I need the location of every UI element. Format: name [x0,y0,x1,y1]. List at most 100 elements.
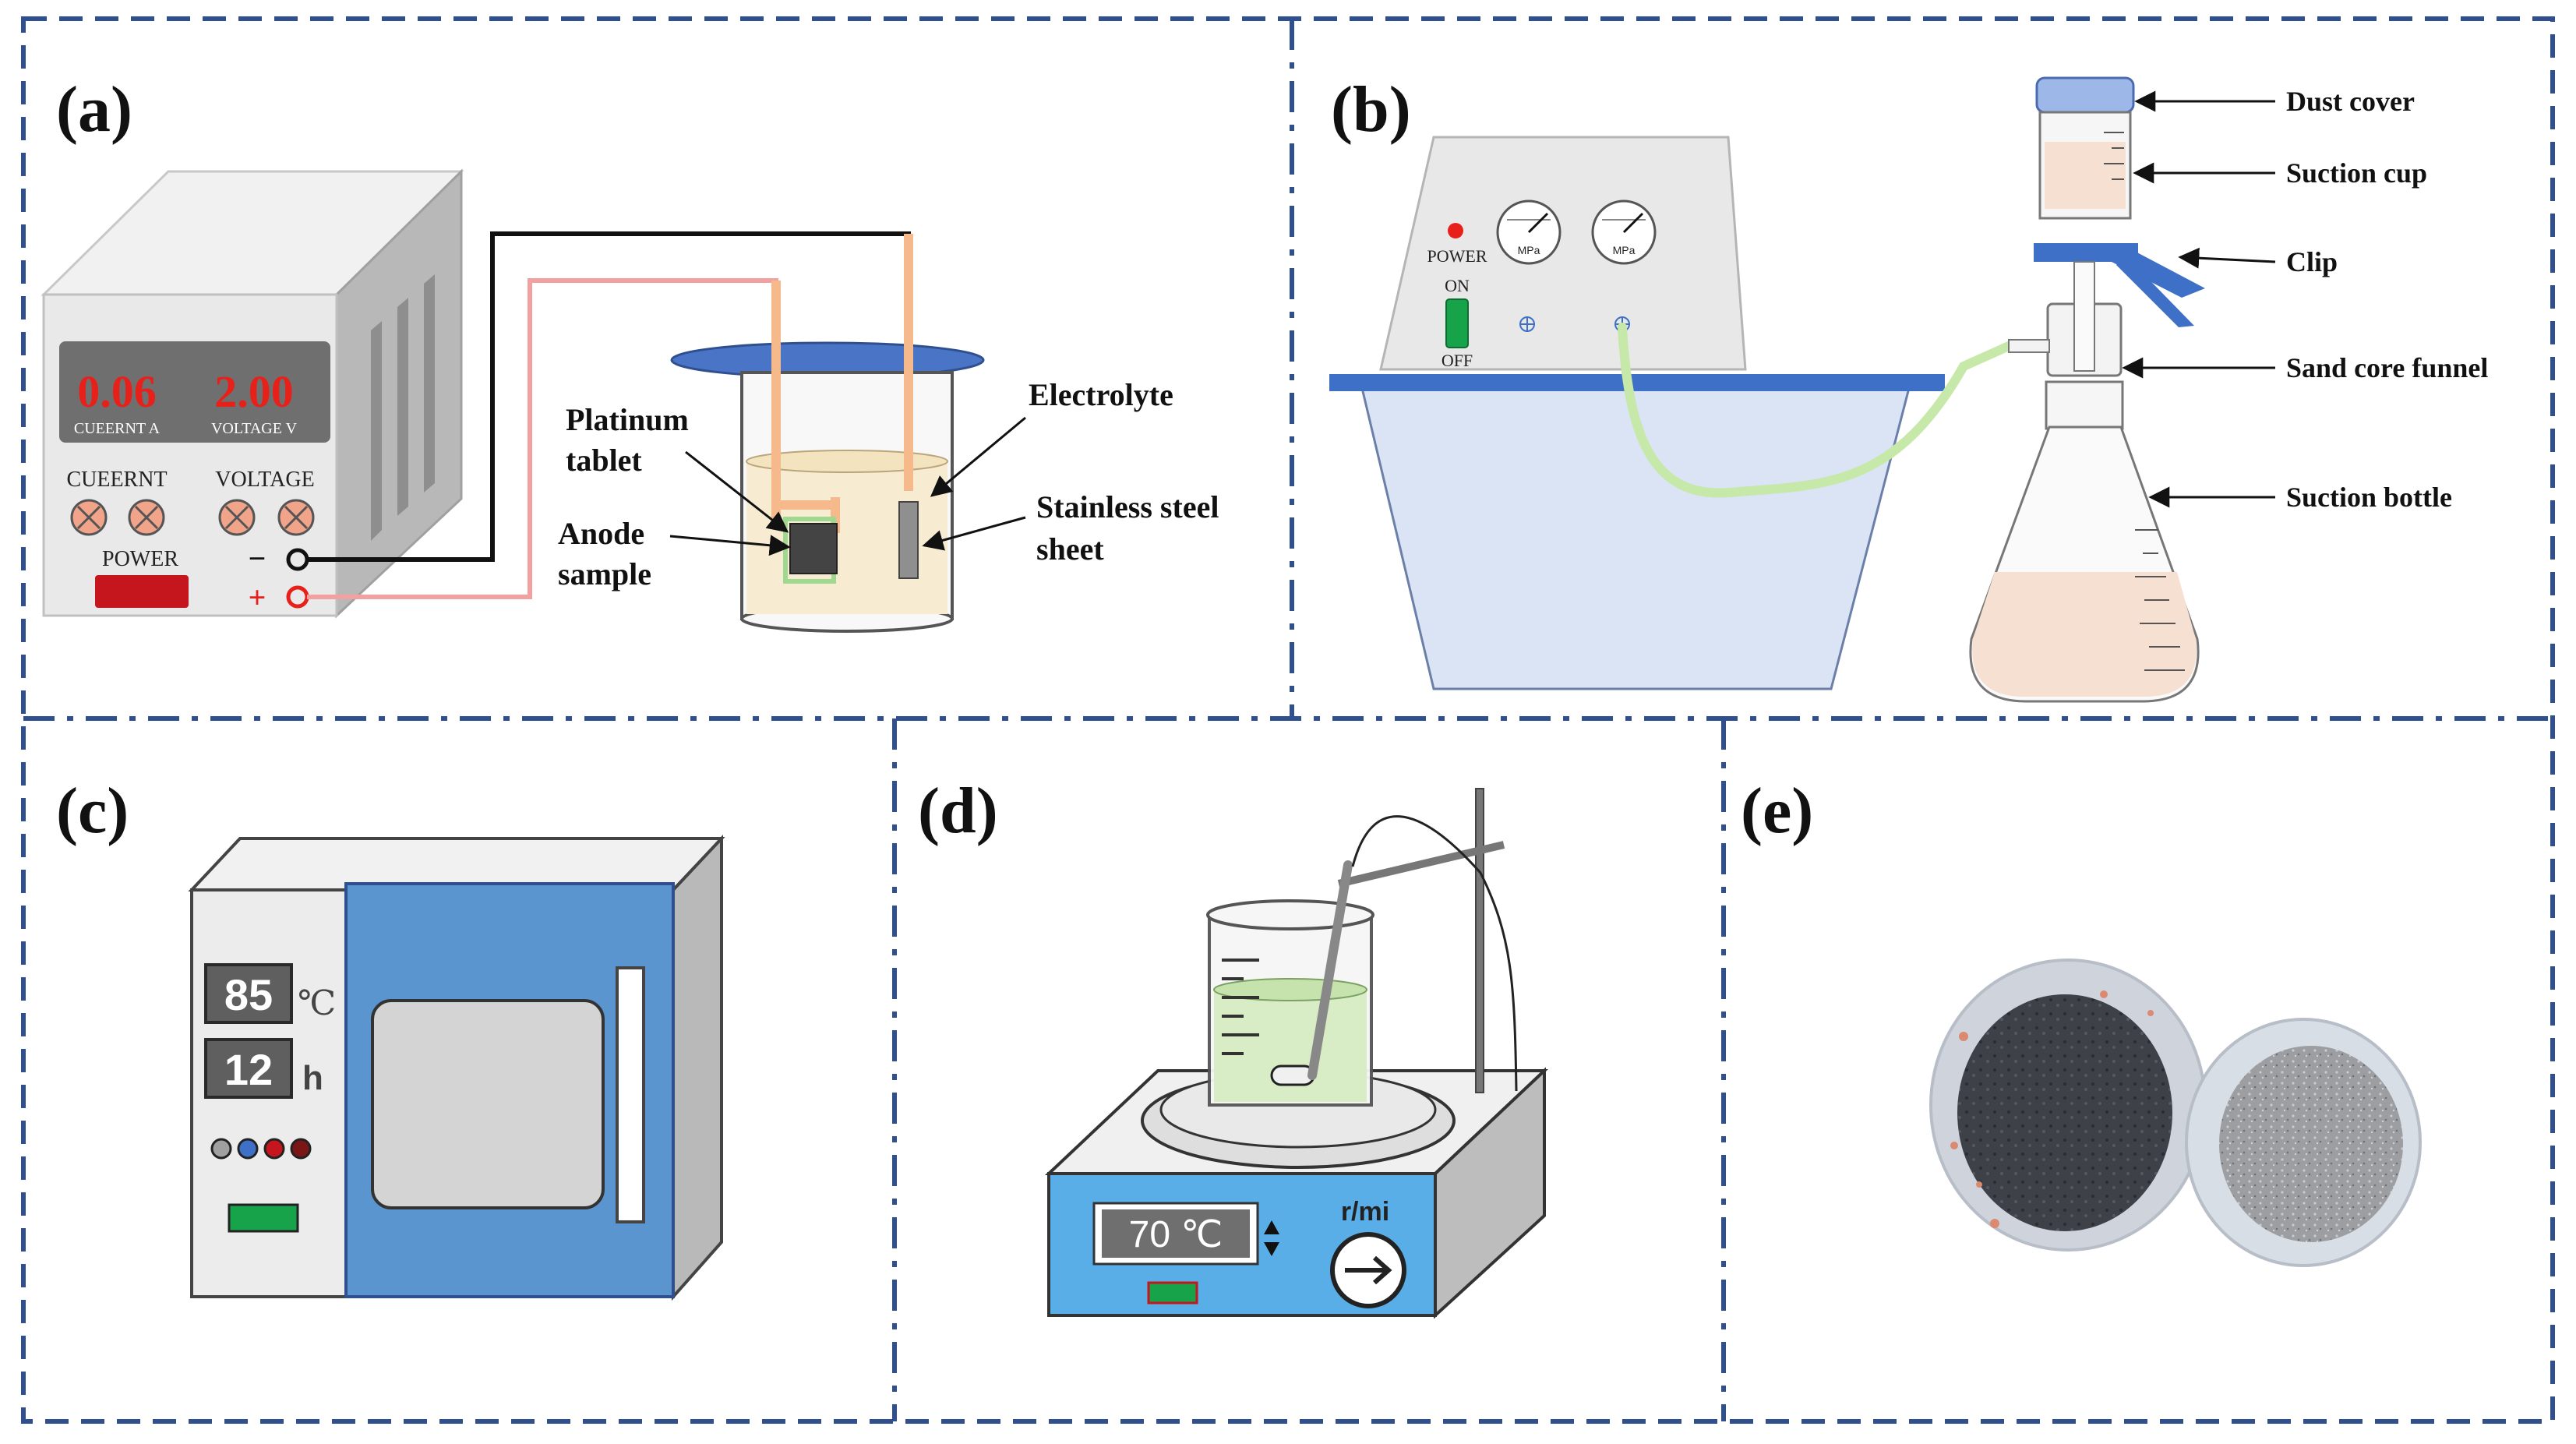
temp-adjust-arrows[interactable] [1264,1220,1279,1256]
knob-current-coarse[interactable] [70,499,108,536]
probe-cable [1351,815,1518,1092]
panel-e: (e) [1741,775,2422,1267]
pressure-gauge-1: MPa [1496,199,1561,265]
time-value: 12 [224,1045,273,1094]
dust-cover [2035,76,2135,114]
panel-label-c: (c) [56,775,129,847]
time-unit: h [302,1059,323,1097]
pump-top-rim [1329,374,1945,391]
electrolysis-cell [670,234,985,633]
callout-suction-cup: Suction cup [2286,157,2427,189]
voltage-caption: VOLTAGE V [211,420,298,437]
panel-label-b: (b) [1331,73,1411,146]
stirrer-display-screen [1102,1209,1250,1258]
speed-knob[interactable] [1330,1232,1406,1308]
product-powder-grey [2219,1046,2403,1242]
minus-terminal-sign: − [249,541,266,576]
pump-off-label: OFF [1442,351,1473,370]
bottle-neck [2045,380,2124,430]
callout-sand-core-funnel: Sand core funnel [2286,352,2488,383]
callouts-a [669,416,1026,556]
filter-paper-photo [1929,959,2422,1267]
knob-voltage-fine[interactable] [277,499,315,536]
pump-control-box [1379,136,1747,371]
temp-up-arrow-icon[interactable] [1264,1220,1279,1234]
panel-label-e: (e) [1741,775,1813,847]
product-cake-dark [1957,994,2172,1231]
anode-sample [789,523,838,574]
oven-button-2[interactable] [237,1138,259,1160]
gauge-unit-2: MPa [1613,244,1636,256]
power-indicator [1448,223,1463,238]
stir-bar [1270,1064,1315,1086]
magnetic-stirrer: 70 ℃ r/mi [1044,788,1549,1319]
oven-start-button[interactable] [228,1203,299,1233]
time-display [204,1038,293,1099]
plus-terminal-sign: + [249,580,266,615]
current-caption: CUEERNT A [74,420,161,437]
platinum-holder [781,500,837,510]
suction-cup-liquid [2045,142,2126,209]
stand-clamp [1337,841,1505,888]
current-readout: 0.06 [77,366,157,417]
callout-anode-1: Anode [558,516,644,551]
adjust-knobs [70,499,315,536]
callouts-b [2122,90,2276,508]
oven-button-3[interactable] [263,1138,285,1160]
vent-slots [371,274,435,541]
pump-power-label: POWER [1427,246,1487,266]
speed-label: r/mi [1341,1197,1389,1227]
drying-oven: 85 ℃ 12 h [188,834,725,1301]
filtration-apparatus [1969,76,2205,703]
pump-switch[interactable] [1445,298,1469,348]
thermometer-probe [1307,860,1353,1080]
electrolyte-surface [746,450,948,473]
callout-clip: Clip [2286,246,2338,277]
stainless-steel-sheet [898,501,919,579]
panel-label-d: (d) [918,775,998,847]
bottle-graduations [2135,529,2185,671]
outer-border [21,16,2555,1424]
oven-window [371,999,605,1209]
oven-side [672,834,723,1301]
panel-frame [21,16,2555,1424]
clip-arm-2 [2116,257,2194,327]
knob-label-voltage: VOLTAGE [215,468,314,492]
vacuum-tube [1618,323,2013,498]
panel-a: (a) 0.06 2.00 CUEERNT A VOLTAGE V CUEERN… [41,73,1219,633]
stirrer-power-button[interactable] [1147,1281,1198,1305]
callout-electrolyte: Electrolyte [1029,377,1173,412]
panel-d: (d) 70 ℃ r/mi [918,775,1549,1319]
callout-dust-cover: Dust cover [2286,86,2415,117]
funnel-stem [2073,261,2095,372]
beaker-graduations [1222,959,1259,1055]
knob-current-fine[interactable] [128,499,165,536]
callout-steel-1: Stainless steel [1036,489,1219,524]
oven-handle[interactable] [616,966,645,1223]
panel-c: (c) 85 ℃ 12 h [56,775,725,1301]
callout-platinum-2: tablet [566,443,642,478]
panel-label-a: (a) [56,73,132,146]
oven-button-4[interactable] [290,1138,312,1160]
oven-button-1[interactable] [210,1138,232,1160]
bottle-liquid [1972,572,2197,697]
pump-on-label: ON [1445,276,1470,295]
clip-arm [2112,243,2205,298]
oven-control-buttons [210,1138,312,1160]
rod-left [771,281,781,522]
temp-down-arrow-icon[interactable] [1264,1242,1279,1256]
callout-suction-bottle: Suction bottle [2286,482,2452,513]
knob-label-current: CUEERNT [66,468,167,492]
pressure-gauge-2: MPa [1591,199,1657,265]
temp-unit: ℃ [298,984,336,1022]
cup-graduations [2104,132,2124,180]
power-button[interactable] [95,575,189,608]
gauge-unit-1: MPa [1518,244,1540,256]
rod-right [904,234,913,491]
side-arm [2008,339,2050,353]
callout-anode-2: sample [558,556,651,591]
knob-voltage-coarse[interactable] [218,499,256,536]
voltage-readout: 2.00 [214,366,294,417]
stand-rod [1475,788,1484,1093]
